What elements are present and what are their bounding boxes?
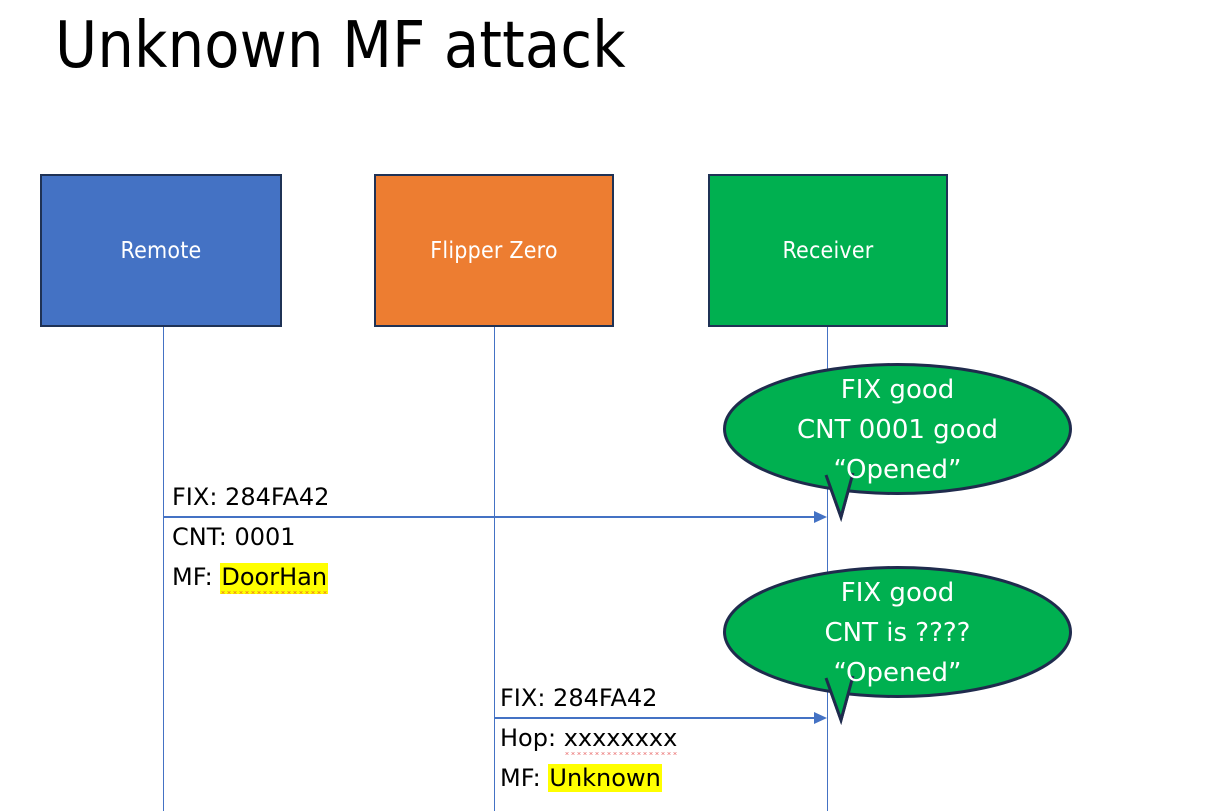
- message-line-value: 284FA42: [225, 483, 330, 511]
- message-line-value-spellerror: xxxxxxxx: [563, 724, 678, 755]
- arrow-shaft: [494, 717, 814, 719]
- message-line: FIX: 284FA42: [172, 477, 329, 517]
- actor-box-remote[interactable]: Remote: [40, 174, 282, 327]
- actor-box-receiver[interactable]: Receiver: [708, 174, 948, 327]
- message-line-label: MF:: [172, 563, 221, 591]
- message-line-value: 284FA42: [553, 684, 658, 712]
- message-line: FIX: 284FA42: [500, 678, 677, 718]
- callout-bubble-2[interactable]: FIX good CNT is ???? “Opened”: [723, 566, 1072, 725]
- lifeline-receiver: [827, 327, 828, 811]
- message-line-value: 0001: [234, 523, 296, 551]
- callout-shape-1: [723, 363, 1072, 522]
- message-line-value-highlighted: Unknown: [548, 764, 662, 792]
- message-arrow-2: [494, 712, 827, 724]
- message-line-value-highlighted: DoorHan: [220, 563, 328, 594]
- actor-label-remote: Remote: [120, 237, 202, 264]
- callout-shape-2: [723, 566, 1072, 725]
- message-label-2: FIX: 284FA42 Hop: xxxxxxxx MF: Unknown: [500, 678, 678, 798]
- message-label-1: FIX: 284FA42 CNT: 0001 MF: DoorHan: [172, 477, 329, 597]
- message-line-label: CNT:: [172, 523, 235, 551]
- lifeline-remote: [163, 327, 164, 811]
- message-line: MF: Unknown: [500, 758, 677, 798]
- message-line-label: MF:: [500, 764, 549, 792]
- message-line-label: Hop:: [500, 724, 564, 752]
- message-line: MF: DoorHan: [172, 557, 329, 597]
- message-line: Hop: xxxxxxxx: [500, 718, 678, 758]
- actor-label-flipper: Flipper Zero: [430, 237, 558, 264]
- arrow-head-icon: [814, 712, 827, 724]
- arrow-shaft: [163, 516, 814, 518]
- arrow-head-icon: [814, 511, 827, 523]
- lifeline-flipper: [494, 327, 495, 811]
- actor-label-receiver: Receiver: [782, 237, 874, 264]
- page-title: Unknown MF attack: [55, 9, 626, 83]
- message-arrow-1: [163, 511, 827, 523]
- message-line: CNT: 0001: [172, 517, 329, 557]
- message-line-label: FIX:: [172, 483, 226, 511]
- message-line-label: FIX:: [500, 684, 554, 712]
- callout-bubble-1[interactable]: FIX good CNT 0001 good “Opened”: [723, 363, 1072, 522]
- actor-box-flipper[interactable]: Flipper Zero: [374, 174, 614, 327]
